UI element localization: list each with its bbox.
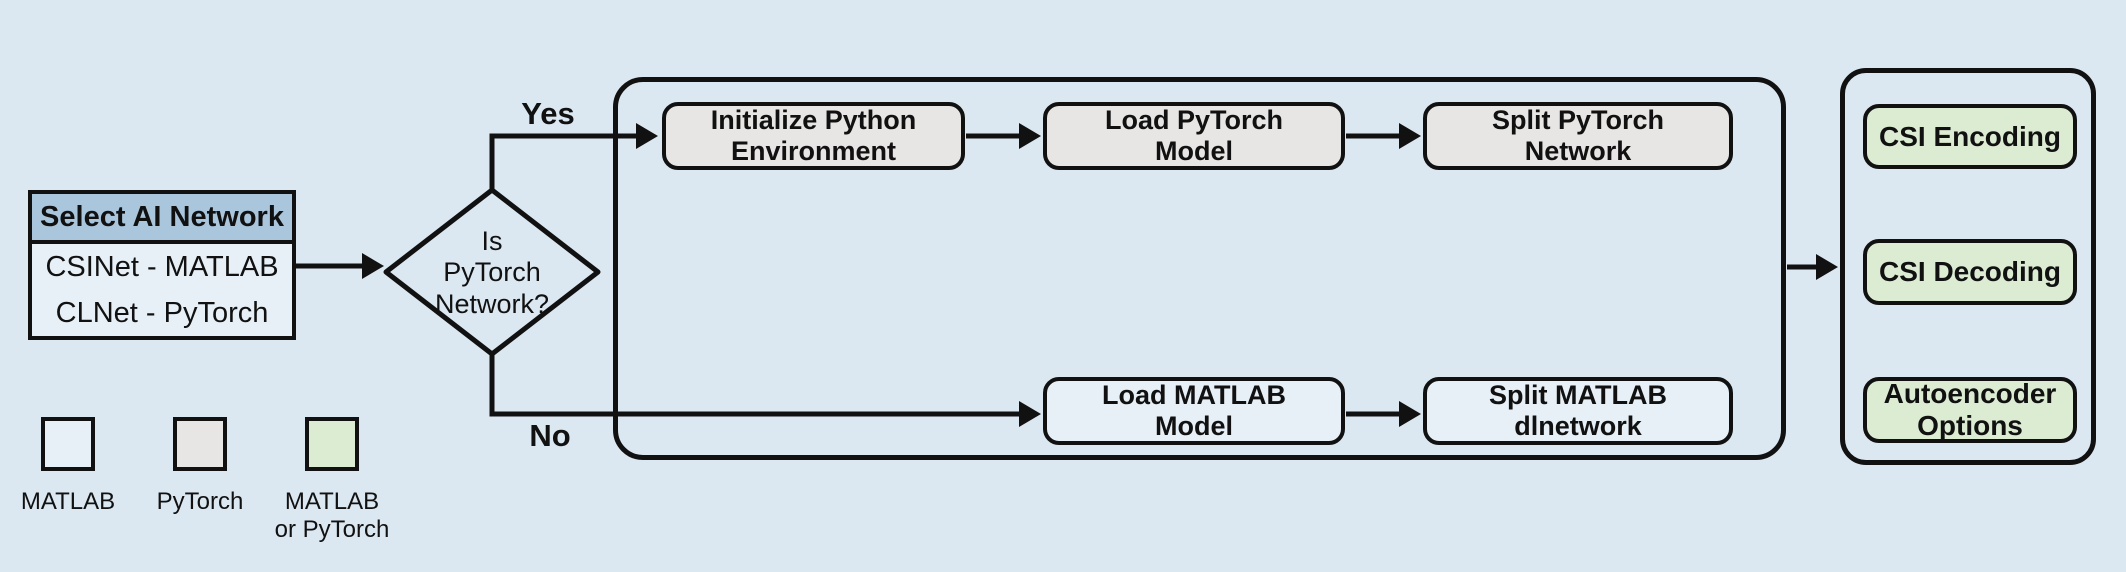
legend-label-matlab: MATLAB (20, 488, 116, 515)
no-branch-label: No (529, 418, 571, 453)
node-autoencoder-options: Autoencoder Options (1863, 377, 2077, 443)
node-load-pytorch-model: Load PyTorch Model (1043, 102, 1345, 170)
node-split-pytorch-network: Split PyTorch Network (1423, 102, 1733, 170)
node-csi-encoding: CSI Encoding (1863, 104, 2077, 169)
legend-swatch-matlab-or-pytorch (305, 417, 359, 471)
decision-label: Is PyTorch Network? (434, 226, 550, 319)
select-option-clnet-pytorch: CLNet - PyTorch (55, 296, 269, 329)
legend-label-pytorch: PyTorch (156, 488, 244, 515)
node-initialize-python-environment: Initialize Python Environment (662, 102, 965, 170)
arrowhead-outputs (1816, 254, 1838, 280)
legend-swatch-pytorch (173, 417, 227, 471)
arrowhead-to-decision (362, 253, 384, 279)
node-csi-decoding: CSI Decoding (1863, 239, 2077, 305)
node-load-matlab-model: Load MATLAB Model (1043, 377, 1345, 445)
select-ai-network-box: Select AI Network CSINet - MATLAB CLNet … (28, 190, 296, 340)
node-split-matlab-dlnetwork: Split MATLAB dlnetwork (1423, 377, 1733, 445)
legend-swatch-matlab (41, 417, 95, 471)
output-options-container (1840, 68, 2096, 465)
select-option-csinet-matlab: CSINet - MATLAB (45, 250, 279, 283)
select-ai-network-header: Select AI Network (32, 194, 292, 244)
legend-label-matlab-or-pytorch: MATLAB or PyTorch (274, 488, 390, 543)
yes-branch-label: Yes (521, 96, 575, 131)
network-processing-container (613, 77, 1786, 460)
